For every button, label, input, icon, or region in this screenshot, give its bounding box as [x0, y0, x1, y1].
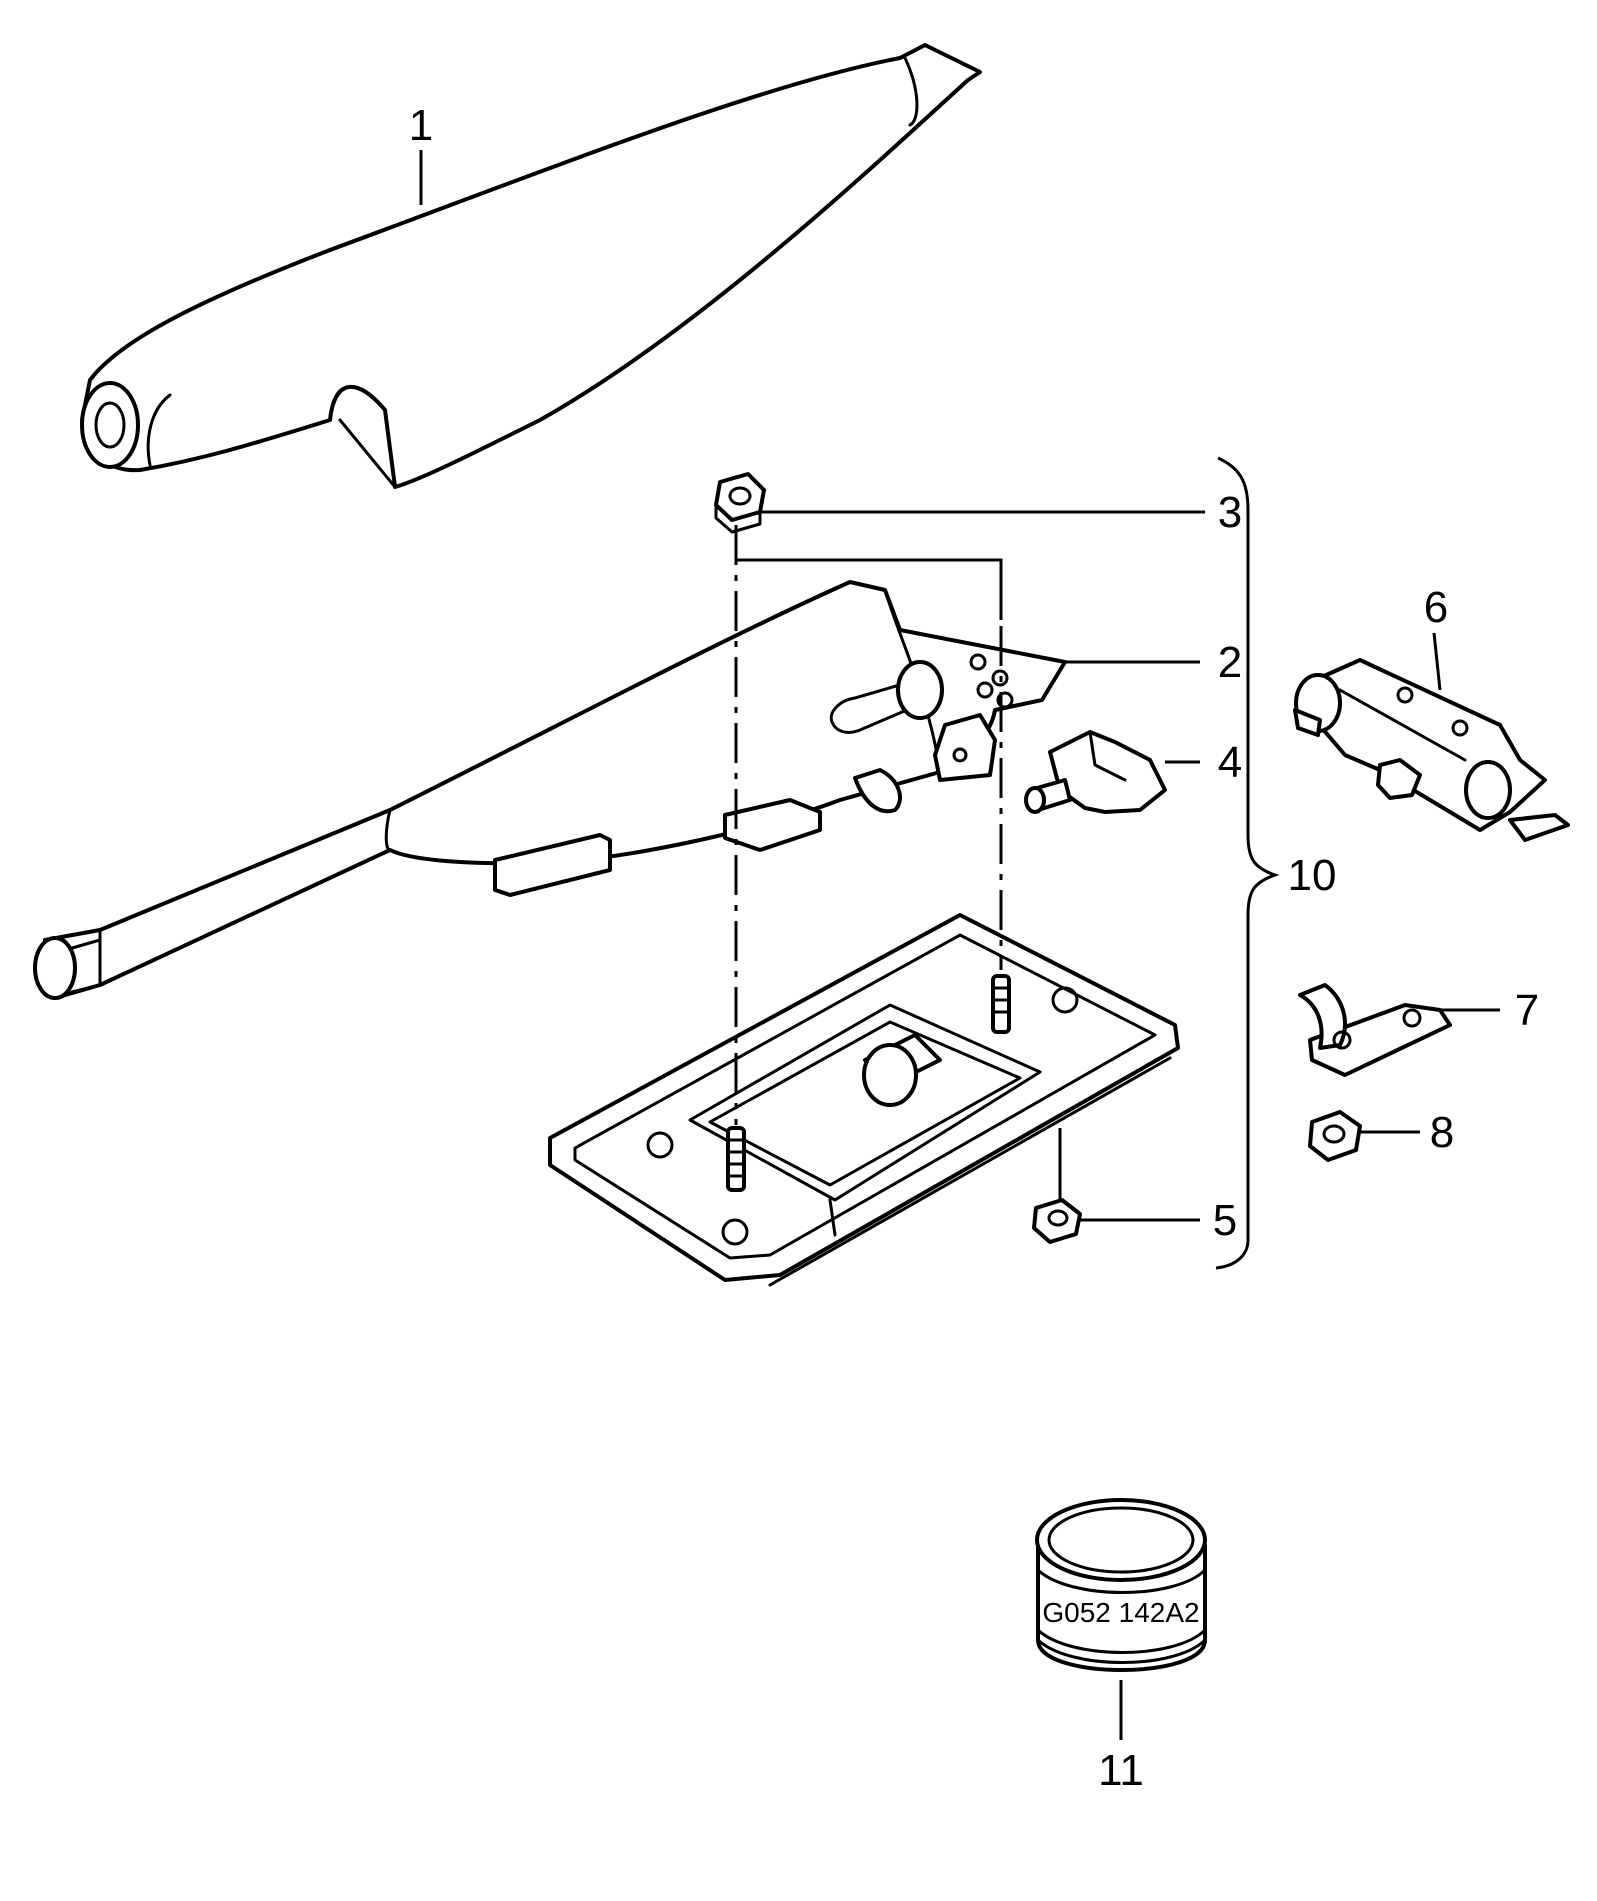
- callout-3: 3: [1218, 488, 1242, 537]
- part-3-nut[interactable]: [714, 472, 766, 534]
- callout-7: 7: [1515, 986, 1539, 1035]
- leader-lines: [419, 150, 1500, 1740]
- part-7-clip[interactable]: [1298, 983, 1452, 1077]
- callout-1: 1: [409, 101, 433, 150]
- callout-4: 4: [1218, 738, 1242, 787]
- part-8-nut[interactable]: [1308, 1110, 1362, 1162]
- assembly-lines: [734, 525, 1062, 1210]
- callout-5: 5: [1213, 1196, 1237, 1245]
- part-4-switch[interactable]: [1024, 730, 1167, 814]
- callout-10: 10: [1288, 851, 1337, 900]
- callout-2: 2: [1218, 638, 1242, 687]
- part-5-nut[interactable]: [1032, 1198, 1082, 1244]
- part-6-bracket[interactable]: [1293, 658, 1570, 842]
- part-1-lever-cover[interactable]: [80, 43, 982, 489]
- callout-6: 6: [1424, 583, 1448, 632]
- callout-8: 8: [1430, 1108, 1454, 1157]
- can-label: G052 142A2: [1042, 1597, 1199, 1628]
- part-11-grease-can[interactable]: G052 142A2: [1035, 1498, 1207, 1672]
- callouts: 1 2 3 4 5 6 7 8 10 11: [409, 101, 1539, 1795]
- callout-11: 11: [1098, 1746, 1144, 1795]
- part-2-handbrake-lever[interactable]: [33, 580, 1067, 1000]
- base-plate[interactable]: [548, 913, 1180, 1287]
